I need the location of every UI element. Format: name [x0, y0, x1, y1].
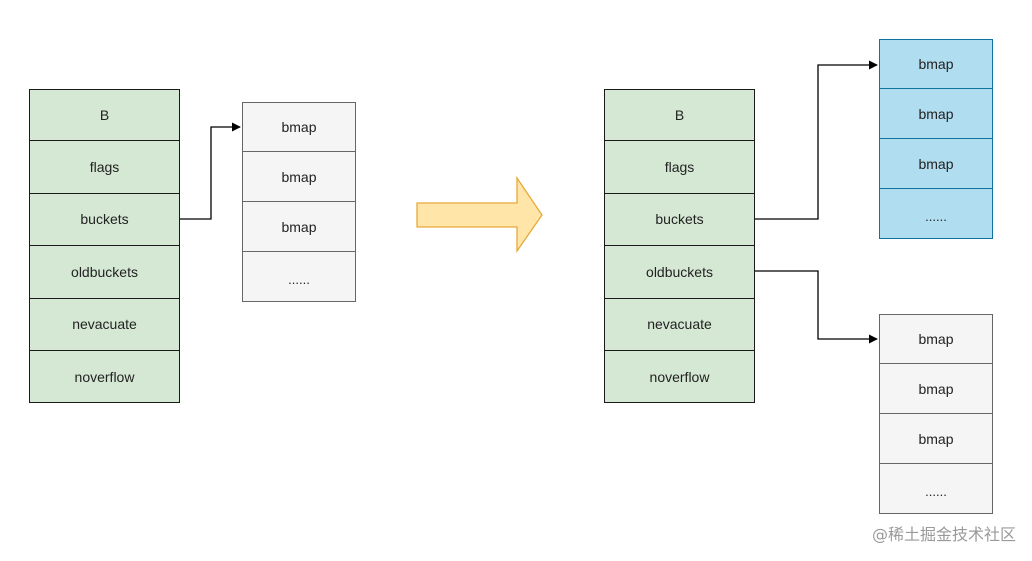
hmap-field-oldbuckets: oldbuckets — [604, 246, 755, 299]
pointer-buckets-after — [755, 60, 878, 220]
new-bucket-bmap: bmap — [879, 39, 993, 89]
hmap-field-b: B — [29, 89, 180, 142]
bucket-bmap: bmap — [242, 102, 356, 152]
new-bucket-bmap: bmap — [879, 89, 993, 139]
hmap-field-nevacuate: nevacuate — [29, 298, 180, 351]
hmap-field-flags: flags — [604, 141, 755, 194]
hmap-field-nevacuate: nevacuate — [604, 298, 755, 351]
watermark: @稀土掘金技术社区 — [871, 525, 1016, 544]
bucket-array-old: bmap bmap bmap ...... — [879, 314, 993, 514]
hmap-field-oldbuckets: oldbuckets — [29, 246, 180, 299]
old-bucket-bmap: bmap — [879, 414, 993, 464]
bucket-array-before: bmap bmap bmap ...... — [242, 102, 356, 302]
hmap-before: B flags buckets oldbuckets nevacuate nov… — [29, 89, 180, 404]
bucket-ellipsis: ...... — [242, 252, 356, 302]
bucket-bmap: bmap — [242, 202, 356, 252]
bucket-bmap: bmap — [242, 152, 356, 202]
old-bucket-bmap: bmap — [879, 364, 993, 414]
old-bucket-bmap: bmap — [879, 314, 993, 364]
hmap-field-buckets: buckets — [29, 193, 180, 247]
hmap-after: B flags buckets oldbuckets nevacuate nov… — [604, 89, 755, 404]
new-bucket-bmap: bmap — [879, 139, 993, 189]
pointer-buckets-before — [180, 122, 241, 220]
new-bucket-ellipsis: ...... — [879, 189, 993, 239]
hmap-field-flags: flags — [29, 141, 180, 194]
old-bucket-ellipsis: ...... — [879, 464, 993, 514]
hmap-field-b: B — [604, 89, 755, 142]
hmap-field-noverflow: noverflow — [29, 350, 180, 404]
hmap-field-buckets: buckets — [604, 193, 755, 247]
transition-arrow — [416, 175, 543, 254]
pointer-oldbuckets-after — [755, 270, 878, 344]
bucket-array-new: bmap bmap bmap ...... — [879, 39, 993, 239]
hmap-field-noverflow: noverflow — [604, 350, 755, 404]
